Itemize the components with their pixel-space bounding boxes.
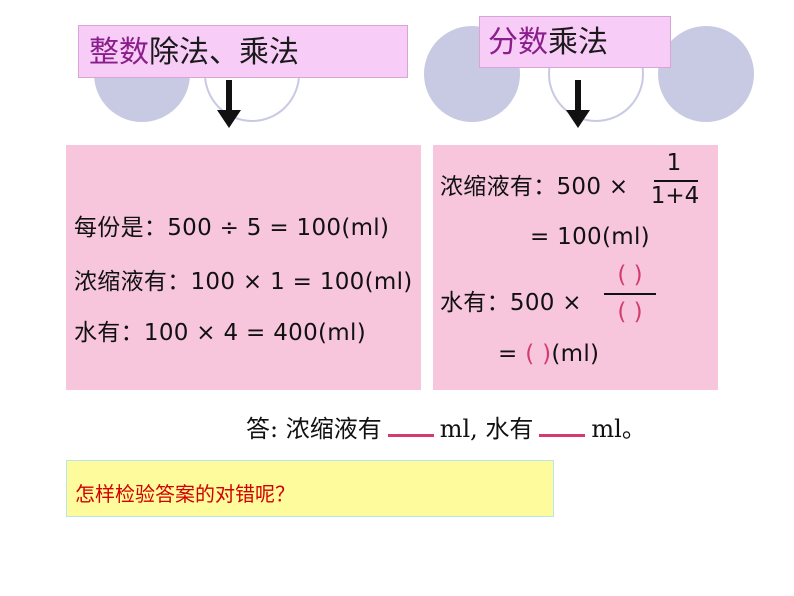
answer-suffix: ml。	[591, 415, 646, 443]
fraction-denominator: 1+4	[650, 183, 700, 209]
equation-water: 水有：100 × 4 = 400(ml)	[74, 320, 366, 346]
answer-blank	[387, 422, 434, 437]
answer-prefix: 答: 浓缩液有	[246, 415, 382, 443]
fraction-numerator: 1	[666, 150, 682, 176]
answer-mid: ml, 水有	[439, 415, 534, 443]
fraction-bar	[654, 180, 698, 182]
question-box: 怎样检验答案的对错呢？	[66, 460, 554, 517]
equation-water-fraction: 水有：500 ×	[440, 290, 582, 316]
label-highlight: 整数	[89, 35, 149, 70]
equation-concentrate-result: = 100(ml)	[530, 224, 650, 250]
label-text: 除法、乘法	[149, 35, 299, 70]
fraction-blank-denominator: ( )	[617, 299, 643, 325]
unit: (ml)	[551, 341, 600, 367]
equation-concentrate-fraction: 浓缩液有：500 ×	[440, 174, 629, 200]
result-blank: ( )	[525, 341, 552, 367]
label-text: 乘法	[548, 25, 608, 60]
fraction-blank-numerator: ( )	[617, 262, 643, 288]
equation-per-share: 每份是：500 ÷ 5 = 100(ml)	[74, 215, 390, 241]
equation-water-result: = ( )(ml)	[498, 341, 599, 367]
label-fraction-multiplication: 分数乘法	[479, 16, 671, 68]
answer-blank	[539, 422, 586, 437]
integer-method-panel	[66, 145, 421, 390]
equals-sign: =	[498, 341, 518, 367]
fraction-method-panel	[433, 145, 718, 390]
down-arrow-head-icon	[217, 110, 241, 128]
answer-line: 答: 浓缩液有 ml, 水有 ml。	[246, 409, 646, 444]
equation-concentrate: 浓缩液有：100 × 1 = 100(ml)	[74, 269, 413, 295]
label-integer-division: 整数除法、乘法	[78, 25, 408, 78]
down-arrow-icon	[575, 80, 581, 112]
down-arrow-icon	[226, 80, 232, 112]
decorative-circle	[658, 26, 754, 122]
fraction-bar	[604, 293, 656, 295]
label-highlight: 分数	[488, 25, 548, 60]
down-arrow-head-icon	[566, 110, 590, 128]
